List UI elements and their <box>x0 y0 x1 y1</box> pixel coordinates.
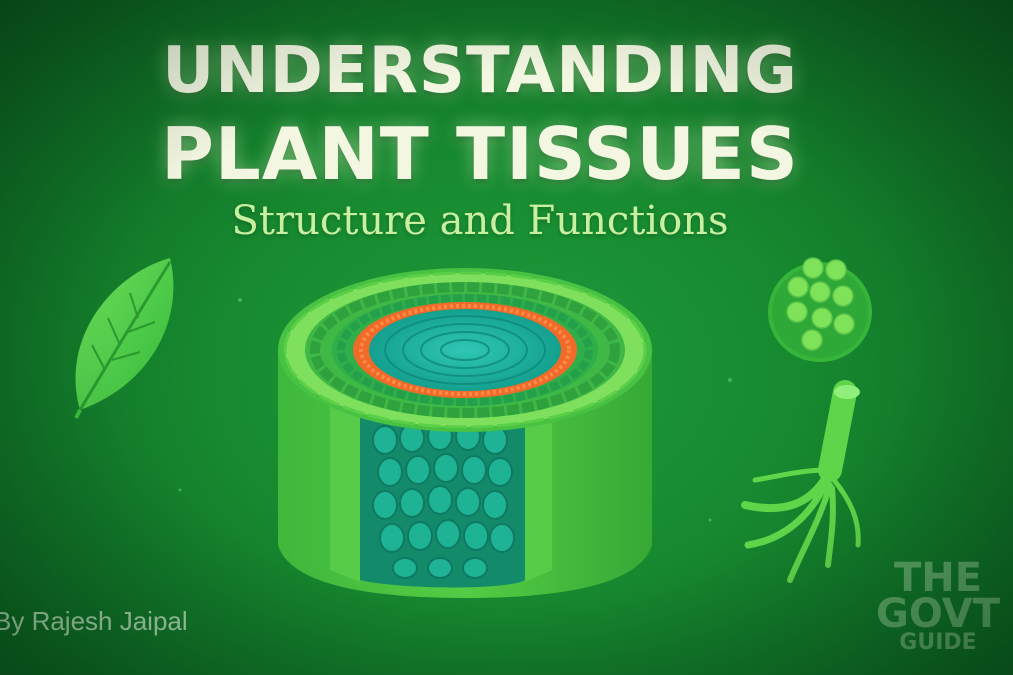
brand-watermark: THE GOVT GUIDE <box>868 558 1008 654</box>
watermark-line-1: THE <box>893 555 983 601</box>
background-particles <box>178 228 732 522</box>
title-line-2: PLANT TISSUES <box>161 112 799 196</box>
watermark-line-3: GUIDE <box>899 630 977 655</box>
stem-cross-section-model <box>278 268 652 598</box>
cell-cluster-icon <box>768 257 872 362</box>
root-icon <box>741 380 861 583</box>
leaf-icon <box>74 258 174 419</box>
author-byline: By Rajesh Jaipal <box>0 606 188 636</box>
watermark-line-2: GOVT <box>875 591 1000 637</box>
title-line-1: UNDERSTANDING <box>162 34 798 108</box>
subtitle: Structure and Functions <box>231 198 729 244</box>
